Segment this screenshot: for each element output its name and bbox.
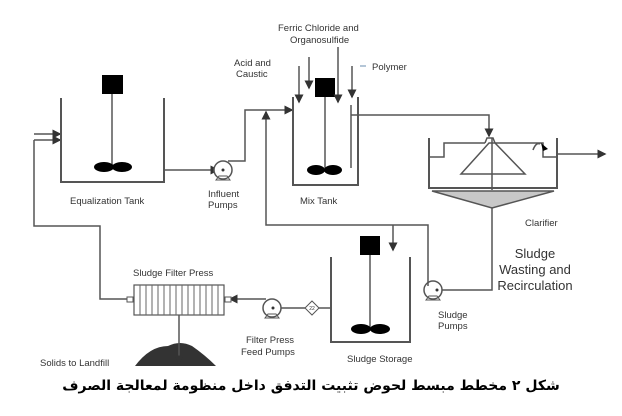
mixer-motor-icon [315,78,335,97]
impeller-icon [307,165,325,175]
filter-press-feed-pump-icon [262,298,282,319]
label-filter-press-feed: Filter Press [246,335,294,346]
label-influent-pumps: Influent [208,189,240,200]
impeller-icon [370,324,390,334]
label-sludge-wasting-2: Wasting and [499,262,571,277]
sludge-storage-tank [330,236,411,343]
label-sludge-wasting-3: Recirculation [497,278,572,293]
sludge-filter-press [126,284,232,316]
influent-pump-icon [213,160,233,181]
valve-icon: 22 [304,300,320,316]
label-sludge-pumps: Sludge [438,310,468,321]
label-sludge-filter-press: Sludge Filter Press [133,268,214,279]
sludge-pump-icon [423,280,443,301]
sludge-layer [431,190,555,209]
figure-caption: شكل ٢ مخطط مبسط لحوض تثبيت التدفق داخل م… [62,378,560,394]
label-sludge-pumps-2: Pumps [438,321,468,332]
label-sludge-wasting: Sludge [515,246,555,261]
label-mix-tank: Mix Tank [300,196,338,207]
label-influent-pumps-2: Pumps [208,200,238,211]
label-acid-caustic: Acid and [234,58,271,69]
label-sludge-storage: Sludge Storage [347,354,413,365]
label-ferric-chloride: Ferric Chloride and [278,23,359,34]
mix-tank [292,78,359,186]
label-solids-to-landfill: Solids to Landfill [40,358,109,369]
svg-text:22: 22 [309,306,315,312]
label-organosulfide: Organosulfide [290,35,349,46]
mixer-motor-icon [102,75,123,94]
equalization-tank [60,75,165,183]
label-polymer: Polymer [372,62,407,73]
mixer-motor-icon [360,236,380,255]
label-acid-caustic-2: Caustic [236,69,268,80]
label-equalization-tank: Equalization Tank [70,196,145,207]
clarifier [428,137,558,209]
landfill-pile [135,343,216,366]
impeller-icon [94,162,114,172]
impeller-icon [351,324,371,334]
impeller-icon [324,165,342,175]
label-clarifier: Clarifier [525,218,558,229]
inlet-lines [34,129,62,145]
impeller-icon [112,162,132,172]
label-filter-press-feed-2: Feed Pumps [241,347,295,358]
